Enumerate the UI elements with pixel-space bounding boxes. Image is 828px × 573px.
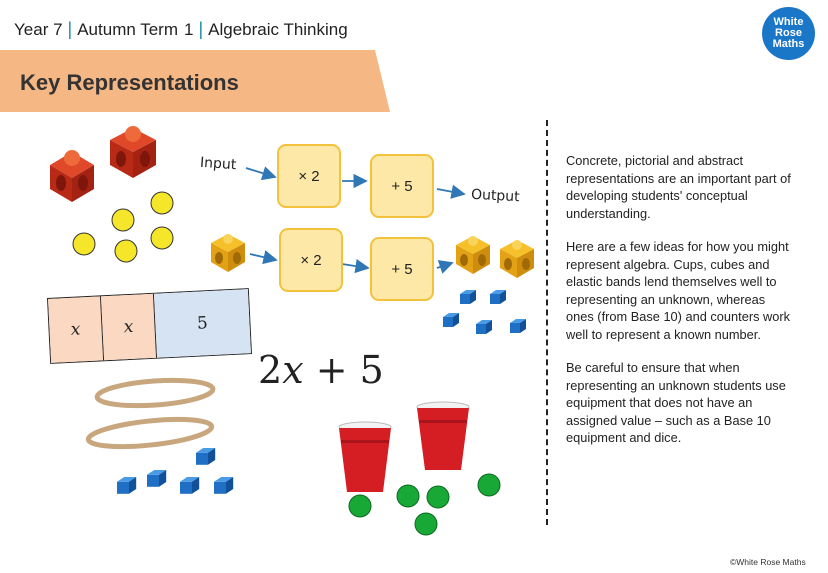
white-rose-logo: White Rose Maths: [762, 7, 815, 60]
logo-line: White: [773, 16, 804, 28]
yellow-cube-icon: [456, 236, 490, 274]
paragraph: Here are a few ideas for how you might r…: [566, 239, 791, 342]
term-label: Autumn Term: [77, 19, 178, 39]
explanation-text: Concrete, pictorial and abstract represe…: [566, 152, 796, 463]
bar-cell-known: 5: [153, 289, 251, 358]
page-title: Key Representations: [20, 70, 239, 95]
red-cube-icon: [50, 150, 94, 202]
breadcrumb: Year 7 | Autumn Term 1 | Algebraic Think…: [14, 19, 348, 40]
logo-line: Maths: [772, 38, 805, 50]
machine-multiply-box: × 2: [279, 228, 343, 292]
green-counter-icon: [348, 473, 501, 536]
yellow-cube-icon: [500, 240, 534, 278]
red-cup-icon: [416, 401, 470, 470]
machine-add-box: + 5: [370, 237, 434, 301]
input-label: Input: [199, 154, 237, 174]
blue-ones-cube-icon: [443, 290, 526, 334]
term-number: 1: [184, 19, 194, 39]
output-label: Output: [470, 186, 521, 206]
title-banner: [0, 50, 390, 112]
topic-label: Algebraic Thinking: [208, 19, 348, 39]
copyright: ©White Rose Maths: [730, 557, 806, 567]
separator: |: [67, 19, 73, 39]
bar-cell-unknown: x: [100, 293, 158, 361]
expression-variable: x: [282, 348, 304, 392]
expression-constant: + 5: [303, 348, 384, 392]
arrow-icon: [245, 166, 466, 274]
machine-add-box: + 5: [370, 154, 434, 218]
column-divider: [546, 120, 548, 525]
algebraic-expression: 2x + 5: [258, 348, 384, 392]
year-label: Year 7: [14, 19, 63, 39]
yellow-cube-icon: [211, 234, 245, 272]
red-cube-icon: [110, 126, 156, 178]
paragraph: Concrete, pictorial and abstract represe…: [566, 153, 791, 221]
paragraph: Be careful to ensure that when represent…: [566, 360, 786, 445]
red-cup-icon: [338, 421, 392, 492]
expression-coefficient: 2: [258, 348, 283, 392]
elastic-band-icon: [85, 377, 216, 450]
bar-cell-unknown: x: [48, 296, 105, 363]
yellow-counter-icon: [72, 191, 174, 263]
machine-multiply-box: × 2: [277, 144, 341, 208]
logo-line: Rose: [775, 27, 802, 39]
bar-model: x x 5: [47, 288, 252, 364]
blue-ones-cube-icon: [117, 448, 234, 494]
separator: |: [198, 19, 204, 39]
